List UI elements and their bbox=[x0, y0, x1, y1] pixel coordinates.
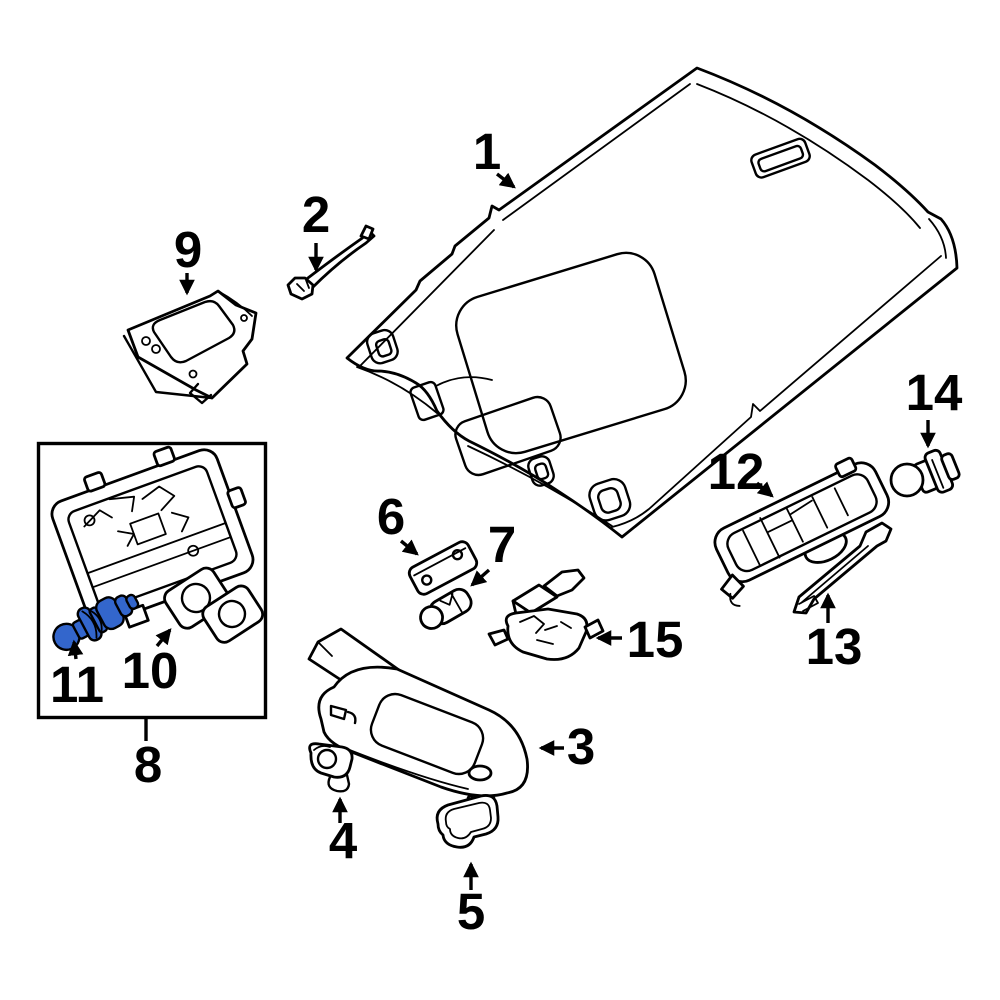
callout-label-10: 10 bbox=[122, 642, 179, 699]
part-7-grommet-pin bbox=[419, 587, 473, 630]
callouts: 1 2 3 4 5 6 7 8 9 10 11 12 13 14 15 bbox=[50, 123, 963, 940]
part-15-sensor-bracket bbox=[487, 568, 605, 661]
callout-label-1: 1 bbox=[473, 123, 501, 180]
callout-label-15: 15 bbox=[627, 611, 684, 668]
part-5-rod-cover-cap bbox=[435, 794, 500, 849]
callout-arrow-7 bbox=[470, 568, 491, 587]
part-13-lamp-lens-strip bbox=[792, 521, 893, 615]
callout-label-2: 2 bbox=[302, 186, 330, 243]
part-6-bracket-plate bbox=[407, 540, 479, 596]
callout-arrow-10 bbox=[155, 628, 172, 648]
part-9-bracket bbox=[122, 289, 258, 405]
callout-label-6: 6 bbox=[377, 488, 405, 545]
part-10-lamp-lenses bbox=[163, 566, 265, 644]
callout-arrow-12 bbox=[755, 481, 774, 498]
callout-label-12: 12 bbox=[708, 443, 765, 500]
part-11-retainer-clip-highlighted bbox=[52, 593, 140, 652]
callout-arrow-1 bbox=[495, 172, 516, 189]
callout-label-14: 14 bbox=[906, 364, 963, 421]
callout-label-8: 8 bbox=[134, 736, 162, 793]
part-12-map-lamp-housing bbox=[713, 456, 891, 607]
callout-label-7: 7 bbox=[488, 516, 516, 573]
callout-label-9: 9 bbox=[174, 221, 202, 278]
part-1-roof-headliner bbox=[345, 66, 959, 539]
callout-label-5: 5 bbox=[457, 883, 485, 940]
part-4-visor-rod-clip bbox=[308, 742, 354, 793]
callout-label-4: 4 bbox=[329, 812, 358, 869]
part-2-roof-molding bbox=[286, 224, 376, 301]
callout-arrow-11 bbox=[67, 639, 84, 660]
callout-label-3: 3 bbox=[567, 718, 595, 775]
part-8-console-group-box bbox=[36, 441, 268, 720]
callout-label-13: 13 bbox=[806, 618, 863, 675]
part-14-bulb-socket bbox=[889, 448, 961, 498]
callout-arrow-6 bbox=[399, 539, 419, 556]
callout-label-11: 11 bbox=[50, 656, 104, 713]
part-3-sun-visor bbox=[307, 627, 529, 808]
